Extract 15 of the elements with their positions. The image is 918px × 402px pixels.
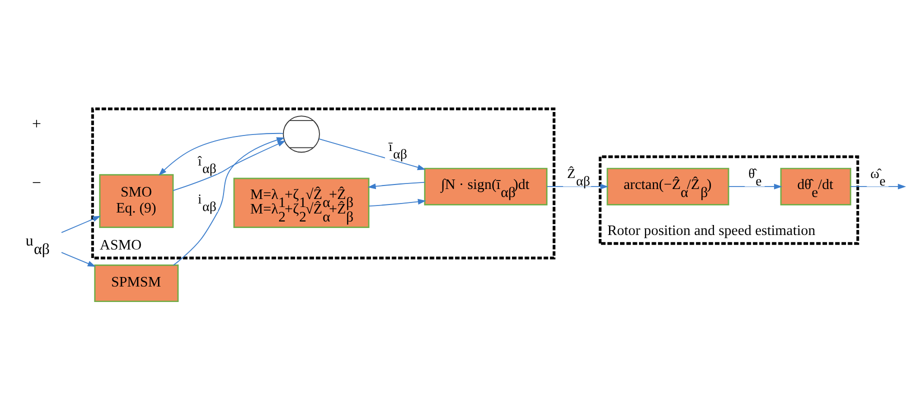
node-circle bbox=[282, 115, 320, 152]
arrow bbox=[61, 252, 96, 266]
label: + bbox=[32, 114, 42, 133]
node-box: SPMSM bbox=[94, 264, 179, 302]
arrow bbox=[61, 215, 101, 233]
arrow bbox=[368, 181, 426, 189]
arrow bbox=[728, 183, 782, 189]
node-box: SMO Eq. (9) bbox=[99, 174, 174, 228]
label: − bbox=[32, 173, 42, 192]
arrow bbox=[172, 140, 286, 190]
arrow bbox=[368, 198, 426, 206]
arrow bbox=[850, 183, 906, 189]
arrow bbox=[172, 136, 285, 266]
arrow bbox=[546, 183, 608, 189]
arrow bbox=[318, 138, 426, 170]
